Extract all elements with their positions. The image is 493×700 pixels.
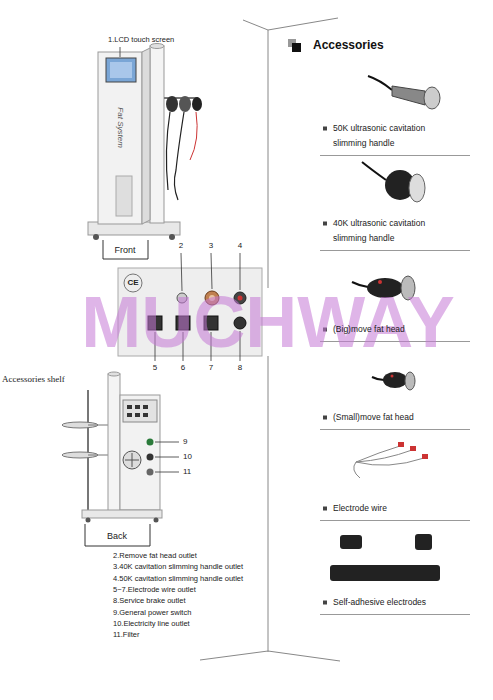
watermark: MUCHWAY bbox=[81, 294, 454, 350]
small-move-fat-head bbox=[372, 372, 415, 390]
bullet bbox=[323, 127, 327, 131]
view-label: Back bbox=[107, 531, 127, 541]
accessory-caption: (Big)move fat head bbox=[333, 322, 458, 337]
callout-number: 5 bbox=[153, 363, 157, 372]
callout-number: 11 bbox=[183, 467, 191, 476]
self-adhesive-electrodes bbox=[330, 534, 440, 581]
legend-list-item: 3.40K cavitation slimming handle outlet bbox=[113, 563, 243, 572]
back-bracket bbox=[85, 524, 150, 546]
callout-number: 2 bbox=[179, 241, 183, 250]
bullet bbox=[323, 222, 327, 226]
callout-number: 3 bbox=[209, 241, 213, 250]
caption-underline bbox=[320, 429, 470, 430]
legend-list-item: 4.50K cavitation slimming handle outlet bbox=[113, 575, 243, 584]
legend-list-item: 8.Service brake outlet bbox=[113, 597, 186, 606]
callout-number: 6 bbox=[181, 363, 185, 372]
view-label: Front bbox=[114, 245, 135, 255]
caption-underline bbox=[320, 155, 470, 156]
back-machine bbox=[62, 372, 179, 523]
heading-icon bbox=[288, 39, 301, 52]
front-machine bbox=[88, 44, 202, 241]
legend-list-item: 2.Remove fat head outlet bbox=[113, 552, 197, 561]
ce-mark: CE bbox=[127, 278, 138, 287]
part-label: 1.LCD touch screen bbox=[108, 36, 174, 45]
section-title: Accessories bbox=[313, 39, 384, 53]
electrode-wire bbox=[354, 442, 428, 478]
caption-underline bbox=[320, 520, 470, 521]
caption-underline bbox=[320, 250, 470, 251]
accessory-caption: 40K ultrasonic cavitation slimming handl… bbox=[333, 216, 458, 246]
caption-underline bbox=[320, 614, 470, 615]
callout-number: 7 bbox=[209, 363, 213, 372]
bullet bbox=[323, 601, 327, 605]
machine-brand: Fat System bbox=[115, 108, 124, 148]
legend-list-item: 9.General power switch bbox=[113, 609, 191, 618]
bullet bbox=[323, 416, 327, 420]
callout-number: 8 bbox=[238, 363, 242, 372]
handle-50k bbox=[368, 76, 440, 109]
accessory-caption: Electrode wire bbox=[333, 501, 458, 516]
accessory-caption: (Small)move fat head bbox=[333, 410, 458, 425]
front-bracket bbox=[103, 240, 148, 259]
handle-40k bbox=[362, 162, 425, 202]
callout-number: 9 bbox=[183, 437, 187, 446]
bullet bbox=[323, 507, 327, 511]
legend-list-item: 10.Electricity line outlet bbox=[113, 620, 190, 629]
legend-list-item: 11.Filter bbox=[113, 631, 140, 640]
accessory-caption: Self-adhesive electrodes bbox=[333, 595, 458, 610]
callout-number: 10 bbox=[183, 452, 192, 461]
part-label: Accessories shelf bbox=[2, 374, 65, 384]
callout-number: 4 bbox=[238, 241, 242, 250]
accessory-caption: 50K ultrasonic cavitation slimming handl… bbox=[333, 121, 458, 151]
legend-list-item: 5~7.Electrode wire outlet bbox=[113, 586, 196, 595]
